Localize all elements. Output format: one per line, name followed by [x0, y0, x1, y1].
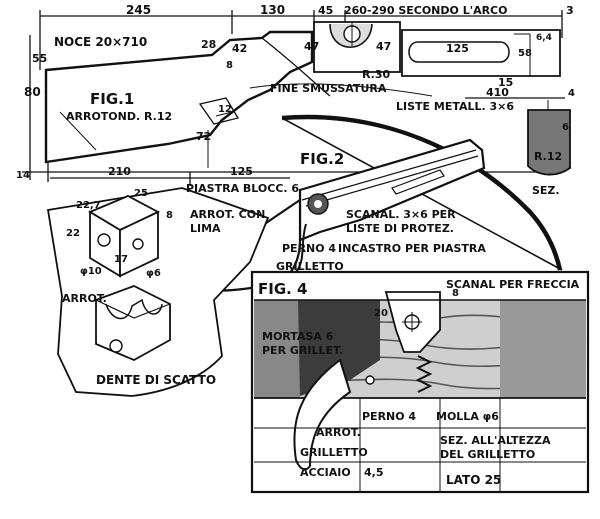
dim-r30: R.30	[362, 68, 391, 81]
dim-22-7: 22,7	[76, 200, 101, 211]
label-arrot-bottom: ARROT.	[316, 426, 361, 439]
label-sez: SEZ.	[532, 184, 560, 197]
dim-17: 17	[114, 254, 128, 265]
dim-22b: 22	[66, 228, 80, 239]
fig4-box	[250, 270, 590, 494]
figure-titles: FIG.1 FIG.2 FIG. 4	[90, 90, 344, 298]
label-per-grillet: PER GRILLET.	[262, 344, 343, 357]
dim-3: 3	[566, 4, 574, 17]
label-molla: MOLLA φ6	[436, 410, 499, 423]
label-piastra-blocc: PIASTRA BLOCC. 6	[186, 182, 299, 195]
dim-8b: 8	[166, 210, 173, 221]
label-lato-25: LATO 25	[446, 473, 501, 487]
dim-55: 55	[32, 52, 47, 65]
dimension-texts: 245 130 45 260-290 SECONDO L'ARCO 3 55 8…	[16, 3, 575, 319]
label-noce: NOCE 20×710	[54, 35, 147, 49]
label-mortasa: MORTASA 6	[262, 330, 334, 343]
stock-fig1	[44, 30, 331, 168]
dim-58: 58	[518, 48, 532, 59]
dim-210: 210	[108, 165, 131, 178]
dim-25: 25	[134, 188, 148, 199]
dim-80: 80	[24, 85, 41, 99]
dim-28: 28	[201, 38, 216, 51]
label-liste-protez: LISTE DI PROTEZ.	[346, 222, 454, 235]
section-r12	[527, 100, 571, 176]
annotation-texts: NOCE 20×710 FINE SMUSSATURA LISTE METALL…	[54, 35, 560, 387]
dim-130: 130	[260, 3, 285, 17]
dim-4: 4	[568, 88, 575, 99]
fig4-title: FIG. 4	[258, 280, 308, 298]
dim-42: 42	[232, 42, 247, 55]
dim-6-4: 6,4	[536, 33, 552, 43]
dim-8a: 8	[226, 60, 233, 71]
dim-410: 410	[486, 86, 509, 99]
dim-72: 72	[196, 130, 211, 143]
dim-6b: 6	[562, 122, 569, 133]
label-scanal: SCANAL. 3×6 PER	[346, 208, 456, 221]
trigger-block-top	[313, 21, 561, 77]
label-lima: LIMA	[190, 222, 221, 235]
dim-12a: 12	[218, 104, 232, 115]
dim-47a: 47	[304, 40, 319, 53]
fig1-title: FIG.1	[90, 90, 134, 108]
dim-45: 45	[318, 4, 333, 17]
dim-47b: 47	[376, 40, 391, 53]
label-perno4-bottom: PERNO 4	[362, 410, 416, 423]
label-4-5: 4,5	[364, 466, 384, 479]
dim-14: 14	[16, 170, 30, 181]
dim-phi10: φ10	[80, 266, 102, 277]
dim-260-290: 260-290 SECONDO L'ARCO	[344, 4, 507, 17]
label-arrot-con: ARROT. CON	[190, 208, 265, 221]
label-incastro: INCASTRO PER PIASTRA	[338, 242, 486, 255]
dim-125b: 125	[230, 165, 253, 178]
dim-phi6: φ6	[146, 268, 161, 279]
label-sez-altezza: SEZ. ALL'ALTEZZA	[440, 434, 551, 447]
label-liste-metall: LISTE METALL. 3×6	[396, 100, 514, 113]
dim-245: 245	[126, 3, 151, 17]
dim-20: 20	[374, 308, 388, 319]
label-arrot: ARROT.	[62, 292, 107, 305]
label-acciaio: ACCIAIO	[300, 466, 351, 479]
label-scanal-freccia: SCANAL PER FRECCIA	[446, 278, 580, 291]
dim-r12b: R.12	[534, 150, 562, 163]
dim-arrotond-r12: ARROTOND. R.12	[66, 110, 172, 123]
fig4-texts: SCANAL PER FRECCIA MORTASA 6 PER GRILLET…	[262, 278, 580, 487]
label-perno4-top: PERNO 4	[282, 242, 336, 255]
dim-15: 15	[498, 76, 513, 89]
label-grilletto-bottom: GRILLETTO	[300, 446, 368, 459]
label-dente-di-scatto: DENTE DI SCATTO	[96, 373, 216, 387]
label-del-grilletto: DEL GRILLETTO	[440, 448, 535, 461]
label-grilletto-top: GRILLETTO	[276, 260, 344, 273]
dim-8c: 8	[452, 288, 459, 299]
fig3-panel	[46, 187, 270, 397]
fig2-title: FIG.2	[300, 150, 344, 168]
dim-125a: 125	[446, 42, 469, 55]
label-fine-smussatura: FINE SMUSSATURA	[270, 82, 387, 95]
